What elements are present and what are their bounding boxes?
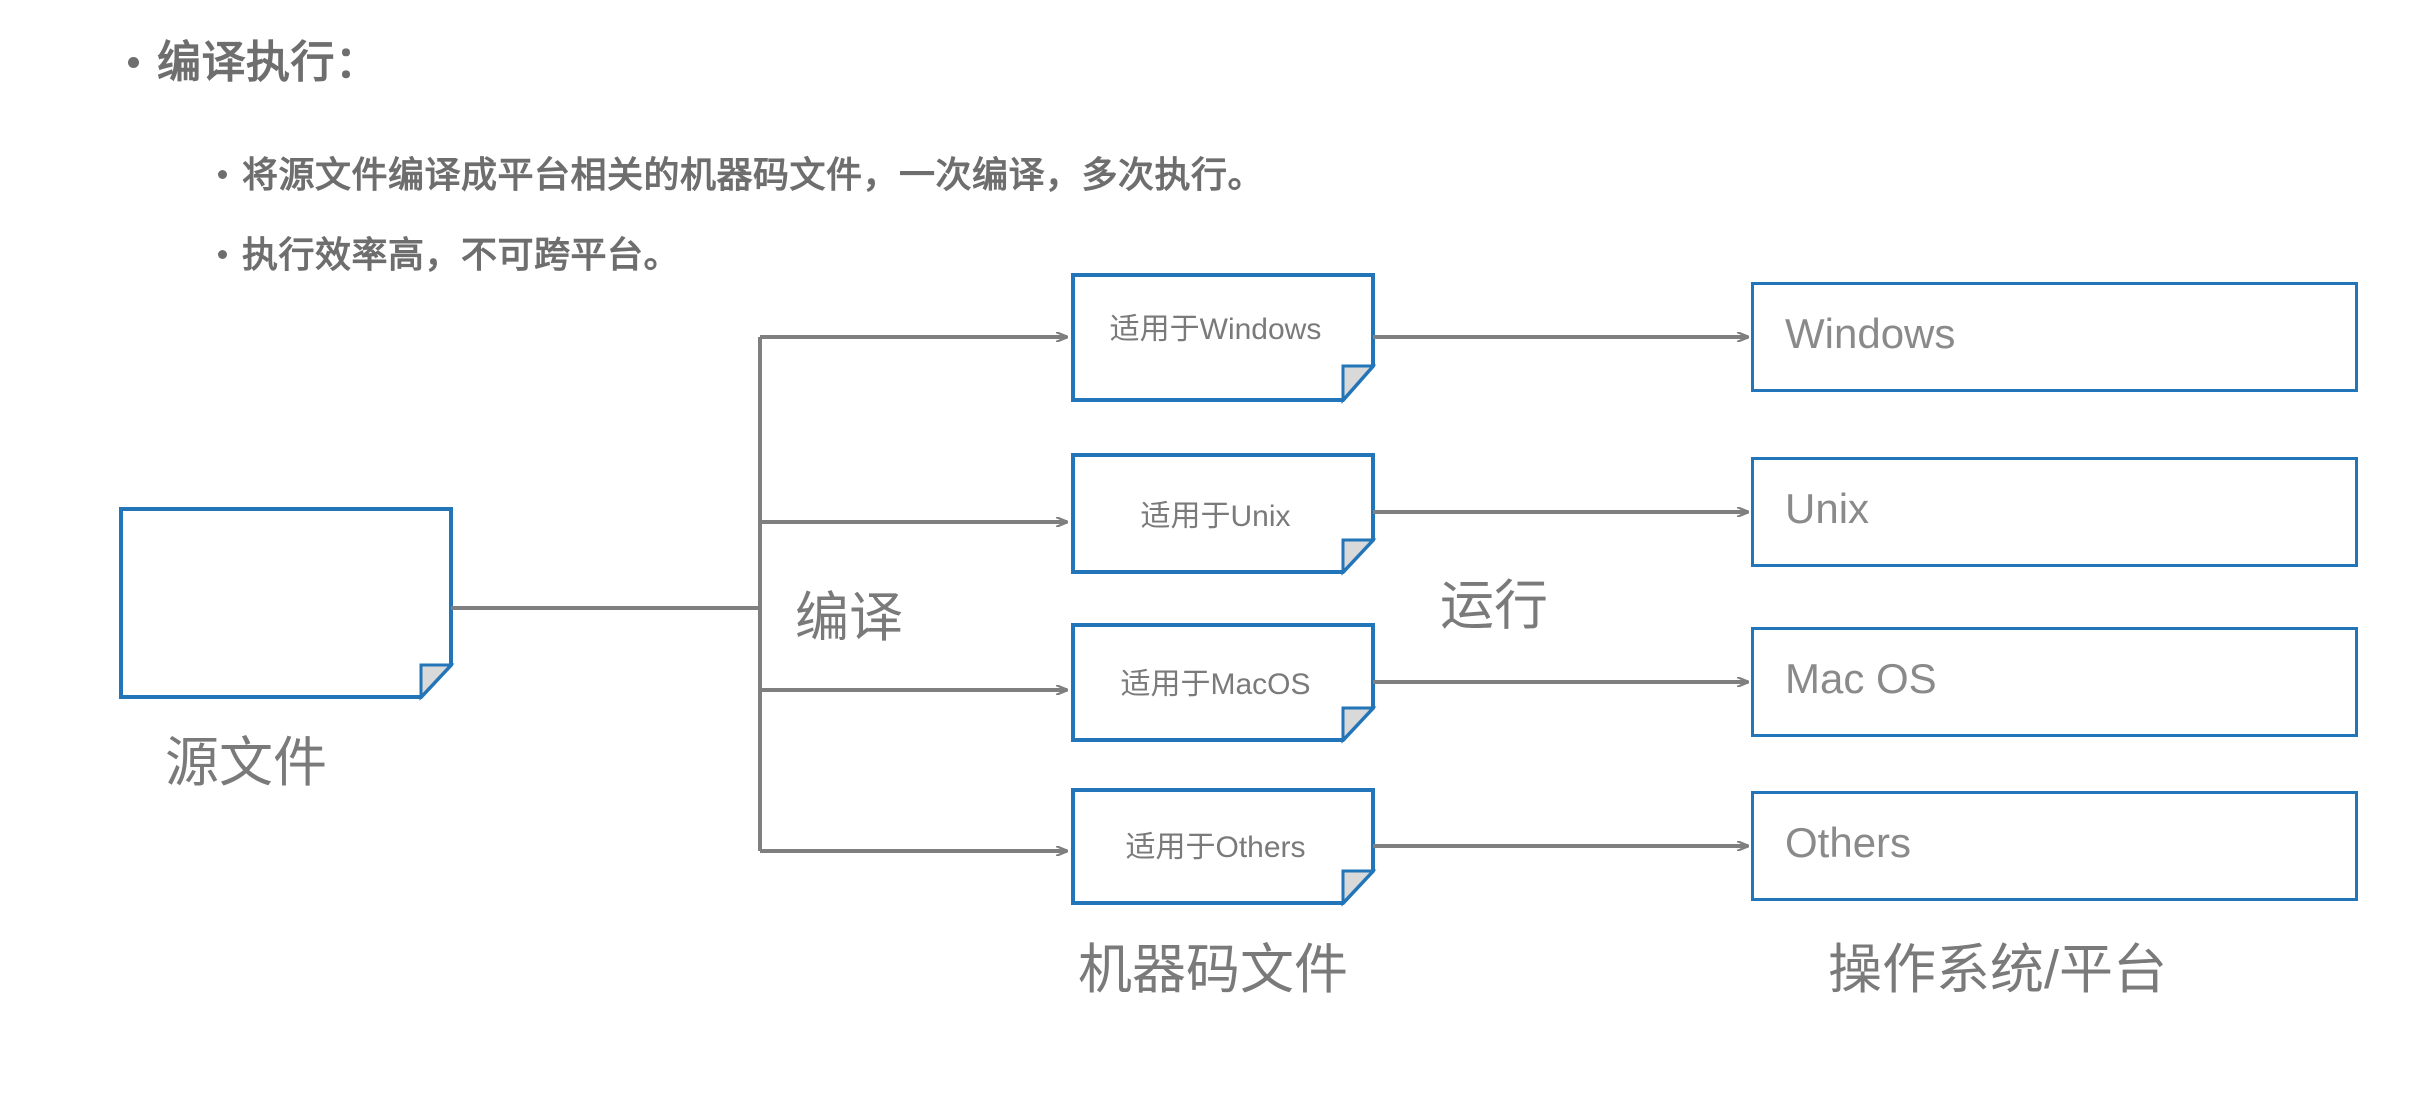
- platform-box-others: [1751, 791, 2358, 901]
- doc-shape-others: [1071, 788, 1375, 905]
- platform-label-unix: Unix: [1785, 485, 1870, 532]
- source-file-shape: [119, 507, 455, 701]
- platform-label-macos: Mac OS: [1785, 655, 1937, 702]
- bullet-dot-icon: [218, 250, 227, 259]
- doc-shape-macos: [1071, 623, 1375, 742]
- platform-box-windows: [1751, 282, 2358, 392]
- column-caption-platform: 操作系统/平台: [1828, 940, 2168, 1000]
- machine-code-shape-windows: [1073, 225, 1373, 275]
- bullet-dot-icon: [218, 170, 227, 179]
- bullet-heading: 编译执行：: [128, 26, 380, 90]
- machine-code-doc-windows: [1073, 225, 1373, 275]
- column-caption-machine-code: 机器码文件: [1078, 940, 1348, 1000]
- source-file-caption: 源文件: [165, 733, 327, 793]
- bullet-sub-1: 将源文件编译成平台相关的机器码文件，一次编译，多次执行。: [218, 146, 1264, 198]
- bullet-dot-icon: [128, 57, 139, 68]
- compile-label: 编译: [795, 588, 903, 648]
- bullet-sub-2: 执行效率高，不可跨平台。: [218, 226, 680, 278]
- connector-source-to-trunk: [451, 337, 762, 851]
- doc-shape-windows: [1071, 273, 1375, 402]
- platform-box-macos: [1751, 627, 2358, 737]
- run-arrows: [1373, 337, 1748, 846]
- machine-code-docs: [1071, 273, 1377, 907]
- compile-arrows: [760, 337, 1067, 851]
- doc-shape-unix: [1071, 453, 1375, 574]
- platform-label-windows: Windows: [1785, 310, 1956, 357]
- platform-box-unix: [1751, 457, 2358, 567]
- platform-label-others: Others: [1785, 819, 1912, 866]
- bullet-heading-label: 编译执行：: [157, 38, 380, 87]
- bullet-sub-2-label: 执行效率高，不可跨平台。: [242, 234, 681, 275]
- run-label: 运行: [1440, 576, 1548, 636]
- bullet-sub-1-label: 将源文件编译成平台相关的机器码文件，一次编译，多次执行。: [242, 154, 1265, 195]
